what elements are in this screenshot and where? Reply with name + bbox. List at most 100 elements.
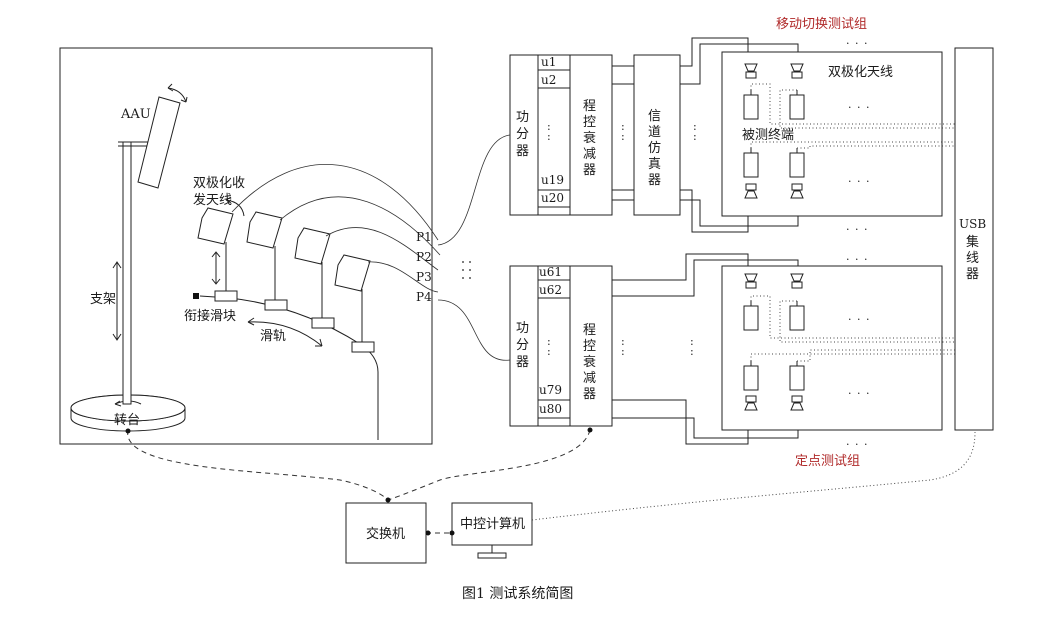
bottom-splitter-char-1: 分 [516, 338, 529, 353]
bottom-atten-char-2: 衰 [583, 354, 596, 370]
port-u1: u1 [541, 55, 556, 69]
svg-text:. . .: . . . [848, 310, 870, 323]
antenna-label-line1: 双极化收 [193, 176, 245, 191]
middle-ellipsis-1: . . . [846, 220, 868, 233]
port-p3: P3 [416, 270, 432, 284]
top-atten-char-0: 程 [583, 99, 596, 114]
svg-text:. . .: . . . [848, 98, 870, 111]
support-label: 支架 [90, 292, 116, 307]
network-switch-label: 交换机 [366, 526, 405, 542]
fixed-point-label: 定点测试组 [795, 454, 860, 469]
bottom-atten-char-4: 器 [583, 387, 596, 402]
port-u79: u79 [539, 383, 562, 397]
port-p4: P4 [416, 290, 432, 304]
svg-text::: : [547, 335, 551, 348]
middle-ellipsis-2: . . . [846, 250, 868, 263]
top-attenuator [569, 54, 613, 216]
top-splitter-char-2: 器 [516, 144, 529, 159]
bottom-splitter-char-2: 器 [516, 355, 529, 370]
antenna-cables [231, 164, 441, 293]
antenna-label-line2: 发天线 [193, 192, 232, 208]
emulator-char-2: 仿 [648, 141, 661, 156]
turntable-label: 转台 [114, 413, 140, 428]
svg-text::: : [690, 335, 694, 348]
usb-hub-line1: USB [959, 217, 986, 231]
top-atten-to-emulator-links: : : [612, 65, 634, 201]
top-usb-lines [750, 83, 955, 149]
emulator-char-0: 信 [648, 109, 661, 124]
top-atten-char-3: 减 [583, 147, 596, 162]
chamber-panel [59, 47, 433, 445]
figure-caption: 图1 测试系统简图 [462, 585, 573, 602]
port-u61: u61 [539, 265, 562, 279]
top-splitter-char-1: 分 [516, 127, 529, 142]
top-shield-box [721, 51, 943, 217]
top-splitter [509, 54, 539, 216]
usb-hub-char-1: 线 [966, 251, 979, 266]
top-splitter-char-0: 功 [516, 110, 529, 125]
bottom-test-units: . . . . . . [743, 273, 870, 411]
dual-polarized-antennas [197, 207, 371, 342]
channel-emulator [633, 54, 681, 216]
aau-support-pole [118, 141, 152, 405]
network-switch [345, 502, 427, 564]
slide-rail [193, 290, 379, 440]
top-ellipsis-1: . . . [846, 34, 868, 47]
svg-text::: : [547, 120, 551, 133]
cable-p1-to-top-splitter [437, 134, 511, 246]
svg-text:. . .: . . . [848, 172, 870, 185]
top-atten-char-2: 衰 [583, 130, 596, 146]
aau-label: AAU [120, 107, 151, 122]
svg-text::: : [693, 120, 697, 133]
svg-text::: : [621, 120, 625, 133]
top-emulator-wiring: : : [680, 37, 799, 233]
port-u62: u62 [539, 283, 562, 297]
central-computer-label: 中控计算机 [460, 517, 525, 532]
svg-text::: : [621, 335, 625, 348]
move-switch-label: 移动切换测试组 [776, 17, 867, 32]
port-u20: u20 [541, 191, 564, 205]
emulator-char-3: 真 [648, 157, 661, 172]
bottom-shield-box [721, 265, 943, 431]
aau-panel [137, 83, 188, 189]
central-computer [451, 502, 533, 559]
port-p1: P1 [416, 230, 432, 244]
dual-pol-antenna-label: 双极化天线 [828, 65, 893, 80]
bottom-splitter-char-0: 功 [516, 321, 529, 336]
port-u19: u19 [541, 173, 564, 187]
top-atten-char-1: 控 [583, 115, 596, 130]
bottom-ellipsis: . . . [846, 435, 868, 448]
port-u80: u80 [539, 402, 562, 416]
vertical-adjust-arrow [211, 251, 221, 285]
cable-p4-to-bottom-splitter [437, 299, 511, 361]
svg-text::: : [621, 130, 625, 143]
svg-text::: : [621, 345, 625, 358]
bottom-attenuator [569, 265, 613, 427]
port-continuation-dots [462, 261, 471, 279]
dut-label: 被测终端 [742, 127, 794, 143]
usb-hub [954, 47, 994, 431]
port-p2: P2 [416, 250, 432, 264]
top-test-units: . . . . . . [743, 63, 870, 199]
turntable [70, 394, 186, 432]
bottom-atten-char-0: 程 [583, 323, 596, 338]
usb-hub-char-0: 集 [966, 234, 979, 250]
svg-text::: : [547, 345, 551, 358]
bottom-atten-char-1: 控 [583, 339, 596, 354]
slider-label: 衔接滑块 [184, 308, 236, 324]
svg-text::: : [547, 130, 551, 143]
rail-label: 滑轨 [260, 329, 286, 344]
bottom-splitter [509, 265, 539, 427]
support-arrow [112, 261, 122, 341]
svg-text::: : [690, 345, 694, 358]
bottom-atten-wiring: : : : : [612, 253, 799, 445]
usb-hub-char-2: 器 [966, 267, 979, 282]
bottom-usb-lines [750, 295, 955, 362]
top-port-column: : : [538, 54, 570, 216]
bottom-atten-char-3: 减 [583, 371, 596, 386]
port-u2: u2 [541, 73, 556, 87]
rail-movement-arrow [247, 317, 323, 347]
svg-text:. . .: . . . [848, 384, 870, 397]
top-atten-char-4: 器 [583, 163, 596, 178]
